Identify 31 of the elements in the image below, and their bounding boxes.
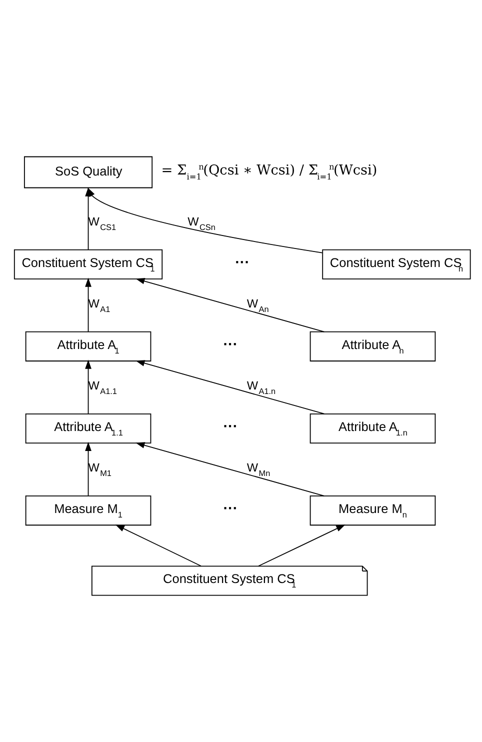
- edge-label: W$_{A1}$: [88, 296, 110, 314]
- arrow: [85, 441, 92, 496]
- node-box: Measure M$_{n}$: [310, 495, 436, 526]
- node-label: = Σ$_{i=1}$$^{n}$(Qcsi ∗ Wcsi) / Σ$_{i=1}$$^{n}$(Wcsi): [161, 161, 378, 182]
- node-box: SoS Quality: [24, 156, 153, 188]
- node-box: Constituent System CS$_{n}$: [322, 248, 471, 279]
- edge-label: W$_{CS1}$: [88, 214, 116, 232]
- label: ···: [223, 500, 238, 517]
- label: ···: [235, 254, 250, 270]
- node-box: Attribute A$_{n}$: [310, 330, 436, 361]
- node-box: Measure M$_{1}$: [25, 495, 152, 526]
- edge-label: W$_{A1.1}$: [88, 378, 117, 396]
- node-box: Attribute A$_{1.n}$: [310, 412, 436, 444]
- edge-label: W$_{A1.n}$: [246, 378, 276, 396]
- edge-label: W$_{CSn}$: [188, 214, 216, 232]
- arrow: [88, 186, 323, 253]
- arrow: [136, 360, 325, 414]
- label: ···: [223, 336, 238, 352]
- node-box: Attribute A$_{1.1}$: [25, 412, 152, 444]
- node-box: Constituent System CS$_{1}$: [14, 248, 163, 279]
- edge-label: W$_{M1}$: [88, 460, 112, 478]
- arrow: [85, 359, 92, 414]
- arrow: [115, 524, 202, 566]
- edge-label: W$_{Mn}$: [246, 460, 270, 478]
- label: ···: [223, 418, 238, 435]
- edge-label: W$_{An}$: [246, 296, 269, 314]
- arrow: [258, 524, 346, 566]
- arrow: [136, 442, 325, 496]
- arrow: [85, 277, 92, 332]
- node-box: Attribute A$_{1}$: [25, 330, 152, 361]
- arrow: [136, 278, 325, 332]
